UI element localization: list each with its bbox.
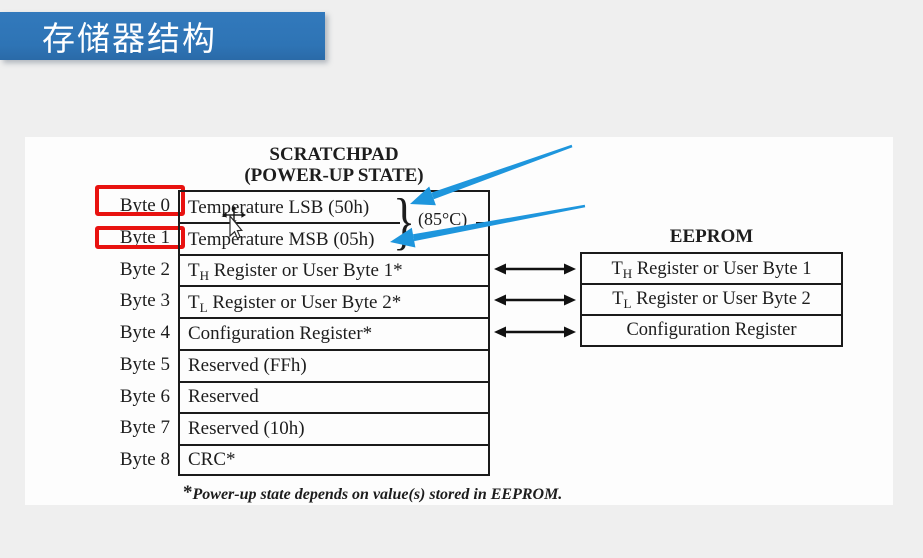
scratchpad-row-4: Configuration Register* (188, 323, 373, 344)
eeprom-row-1: TL Register or User Byte 2 (612, 289, 811, 312)
scratchpad-row-1: Temperature MSB (05h) (188, 228, 375, 250)
scratchpad-heading-line2: (POWER-UP STATE) (244, 165, 424, 186)
scratchpad-row-3: TL Register or User Byte 2* (188, 291, 402, 315)
scratchpad-heading-line1: SCRATCHPAD (269, 144, 399, 165)
eeprom-row-2: Configuration Register (626, 319, 797, 340)
divider (582, 314, 841, 316)
temperature-brace: } (393, 185, 416, 256)
highlight-box-byte0 (95, 185, 185, 216)
divider (180, 285, 488, 287)
byte-label-5: Byte 5 (119, 353, 170, 375)
annotation-dash (476, 222, 487, 224)
scratchpad-row-6: Reserved (188, 386, 259, 407)
byte-label-2: Byte 2 (119, 258, 170, 280)
byte-label-8: Byte 8 (119, 449, 170, 471)
divider (180, 317, 488, 319)
page-title: 存储器结构 (42, 20, 217, 57)
title-banner: 存储器结构 (0, 12, 325, 60)
scratchpad-row-8: CRC* (188, 449, 236, 470)
scratchpad-row-7: Reserved (10h) (188, 417, 305, 439)
scratchpad-row-2: TH Register or User Byte 1* (188, 260, 403, 283)
byte-label-6: Byte 6 (119, 385, 170, 407)
eeprom-table: TH Register or User Byte 1 TL Register o… (580, 252, 843, 347)
byte-label-4: Byte 4 (119, 322, 170, 344)
divider (180, 381, 488, 383)
highlight-box-byte1 (95, 226, 185, 249)
byte-label-7: Byte 7 (119, 417, 170, 439)
byte-label-1: Byte 1 (119, 226, 170, 248)
transfer-arrow-icon (494, 294, 576, 306)
scratchpad-row-0: Temperature LSB (50h) (188, 197, 370, 218)
eeprom-row-0: TH Register or User Byte 1 (611, 259, 812, 281)
scratchpad-table: Temperature LSB (50h) Temperature MSB (0… (178, 185, 490, 476)
divider (180, 222, 400, 224)
footnote-text: Power-up state depends on value(s) store… (192, 486, 563, 503)
divider (180, 444, 488, 446)
byte-label-0: Byte 0 (119, 195, 170, 216)
scratchpad-heading: SCRATCHPAD (POWER-UP STATE) (178, 144, 490, 186)
transfer-arrow-icon (494, 263, 576, 275)
footnote-asterisk: * (183, 482, 193, 503)
eeprom-heading: EEPROM (669, 226, 754, 247)
transfer-arrow-icon (494, 326, 576, 338)
byte-label-3: Byte 3 (119, 290, 170, 312)
divider (582, 283, 841, 285)
content-panel: SCRATCHPAD (POWER-UP STATE) Byte 0 Byte … (25, 137, 893, 505)
divider (180, 349, 488, 351)
divider (180, 254, 488, 256)
divider (180, 412, 488, 414)
temperature-value-annotation: (85°C) (418, 209, 468, 229)
footnote: *Power-up state depends on value(s) stor… (183, 482, 562, 504)
scratchpad-row-5: Reserved (FFh) (188, 354, 307, 376)
